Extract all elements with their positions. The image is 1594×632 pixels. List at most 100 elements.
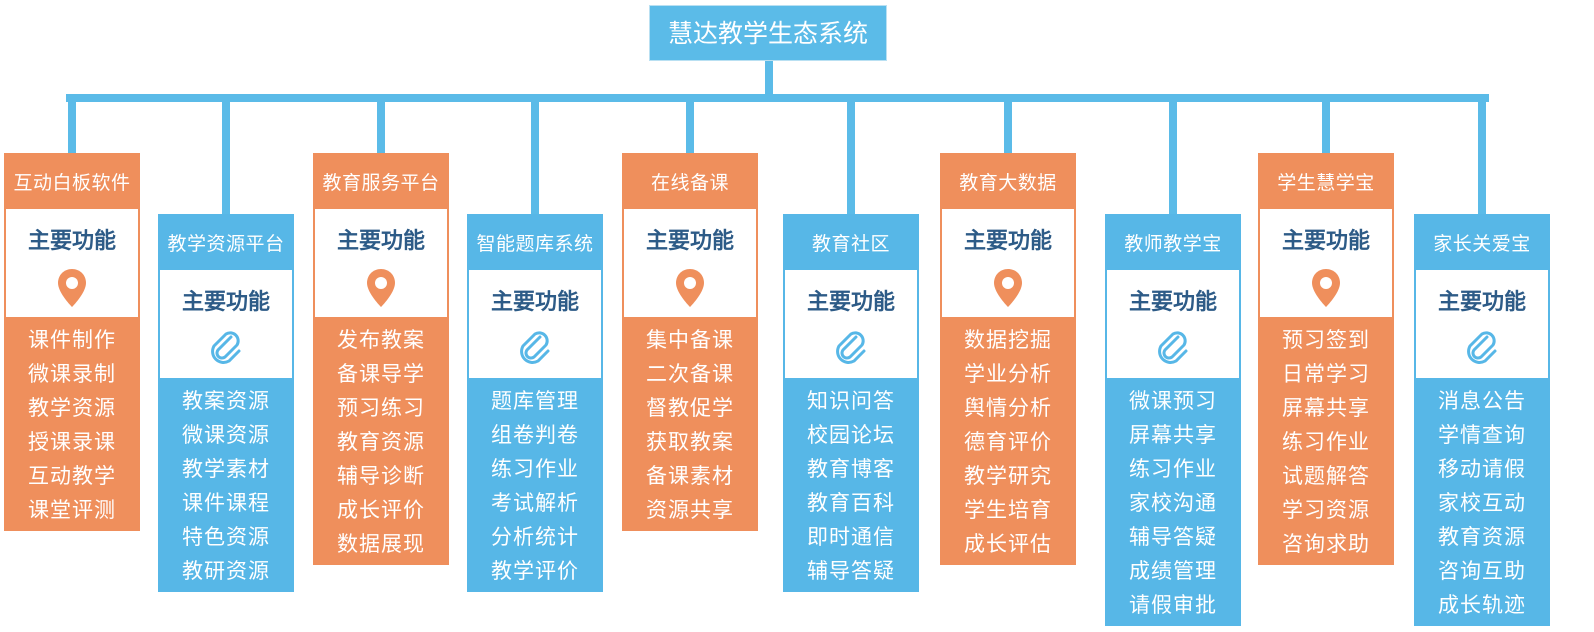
branch-connector-line	[686, 100, 694, 153]
branch-connector-line	[1004, 100, 1012, 153]
function-list: 题库管理组卷判卷练习作业考试解析分析统计教学评价	[467, 378, 603, 592]
module-title: 教师教学宝	[1105, 214, 1241, 270]
function-item: 练习作业	[491, 457, 579, 481]
function-list: 预习签到日常学习屏幕共享练习作业试题解答学习资源咨询求助	[1258, 317, 1394, 565]
function-item: 分析统计	[491, 525, 579, 549]
function-list: 知识问答校园论坛教育博客教育百科即时通信辅导答疑	[783, 378, 919, 592]
function-list: 教案资源微课资源教学素材课件课程特色资源教研资源	[158, 378, 294, 592]
function-item: 组卷判卷	[491, 423, 579, 447]
function-panel: 主要功能	[783, 270, 919, 378]
function-item: 题库管理	[491, 389, 579, 413]
section-label: 主要功能	[806, 290, 895, 315]
function-item: 教研资源	[182, 559, 270, 583]
horizontal-connector-line	[66, 94, 1489, 102]
module-column: 在线备课主要功能集中备课二次备课督教促学获取教案备课素材资源共享	[622, 153, 758, 531]
function-item: 二次备课	[646, 362, 734, 386]
function-item: 校园论坛	[807, 423, 895, 447]
function-item: 成长评价	[337, 498, 425, 522]
function-item: 家校互动	[1438, 491, 1526, 515]
function-panel: 主要功能	[313, 209, 449, 317]
paperclip-icon	[1107, 328, 1239, 372]
section-label: 主要功能	[1281, 229, 1370, 254]
function-item: 课件课程	[182, 491, 270, 515]
branch-connector-line	[377, 100, 385, 153]
function-item: 屏幕共享	[1282, 396, 1370, 420]
branch-connector-line	[1169, 100, 1177, 214]
function-item: 微课录制	[28, 362, 116, 386]
module-title: 教育大数据	[940, 153, 1076, 209]
function-item: 课堂评测	[28, 498, 116, 522]
function-item: 辅导答疑	[807, 559, 895, 583]
module-column: 教师教学宝主要功能微课预习屏幕共享练习作业家校沟通辅导答疑成绩管理请假审批	[1105, 214, 1241, 626]
function-list: 发布教案备课导学预习练习教育资源辅导诊断成长评价数据展现	[313, 317, 449, 565]
function-item: 学情查询	[1438, 423, 1526, 447]
function-item: 学生培育	[964, 498, 1052, 522]
module-title: 学生慧学宝	[1258, 153, 1394, 209]
function-panel: 主要功能	[622, 209, 758, 317]
function-item: 成绩管理	[1129, 559, 1217, 583]
function-item: 教育资源	[337, 430, 425, 454]
function-item: 授课录课	[28, 430, 116, 454]
function-list: 微课预习屏幕共享练习作业家校沟通辅导答疑成绩管理请假审批	[1105, 378, 1241, 626]
function-item: 教学资源	[28, 396, 116, 420]
function-item: 成长轨迹	[1438, 593, 1526, 617]
paperclip-icon	[1416, 328, 1548, 372]
module-title: 教育服务平台	[313, 153, 449, 209]
branch-connector-line	[68, 100, 76, 153]
function-item: 发布教案	[337, 328, 425, 352]
function-item: 督教促学	[646, 396, 734, 420]
function-item: 获取教案	[646, 430, 734, 454]
function-item: 教学素材	[182, 457, 270, 481]
paperclip-icon	[160, 328, 292, 372]
function-item: 教案资源	[182, 389, 270, 413]
module-column: 教育社区主要功能知识问答校园论坛教育博客教育百科即时通信辅导答疑	[783, 214, 919, 592]
function-item: 微课预习	[1129, 389, 1217, 413]
location-pin-icon	[1260, 267, 1392, 311]
branch-connector-line	[847, 100, 855, 214]
function-item: 学业分析	[964, 362, 1052, 386]
module-title: 家长关爱宝	[1414, 214, 1550, 270]
function-list: 消息公告学情查询移动请假家校互动教育资源咨询互助成长轨迹	[1414, 378, 1550, 626]
function-item: 教育百科	[807, 491, 895, 515]
function-item: 数据挖掘	[964, 328, 1052, 352]
function-item: 练习作业	[1129, 457, 1217, 481]
function-item: 成长评估	[964, 532, 1052, 556]
function-item: 教学研究	[964, 464, 1052, 488]
function-item: 教学评价	[491, 559, 579, 583]
function-item: 教育博客	[807, 457, 895, 481]
paperclip-icon	[785, 328, 917, 372]
function-item: 即时通信	[807, 525, 895, 549]
section-label: 主要功能	[181, 290, 270, 315]
module-title: 智能题库系统	[467, 214, 603, 270]
function-item: 特色资源	[182, 525, 270, 549]
function-item: 咨询互助	[1438, 559, 1526, 583]
function-item: 学习资源	[1282, 498, 1370, 522]
section-label: 主要功能	[1128, 290, 1217, 315]
module-column: 教育大数据主要功能数据挖掘学业分析舆情分析德育评价教学研究学生培育成长评估	[940, 153, 1076, 565]
function-item: 练习作业	[1282, 430, 1370, 454]
branch-connector-line	[1478, 100, 1486, 214]
section-label: 主要功能	[336, 229, 425, 254]
location-pin-icon	[624, 267, 756, 311]
module-column: 家长关爱宝主要功能消息公告学情查询移动请假家校互动教育资源咨询互助成长轨迹	[1414, 214, 1550, 626]
location-pin-icon	[6, 267, 138, 311]
function-item: 移动请假	[1438, 457, 1526, 481]
module-column: 教学资源平台主要功能教案资源微课资源教学素材课件课程特色资源教研资源	[158, 214, 294, 592]
function-item: 知识问答	[807, 389, 895, 413]
module-title: 教育社区	[783, 214, 919, 270]
function-item: 课件制作	[28, 328, 116, 352]
function-item: 屏幕共享	[1129, 423, 1217, 447]
function-item: 消息公告	[1438, 389, 1526, 413]
root-node: 慧达教学生态系统	[649, 5, 887, 61]
branch-connector-line	[1322, 100, 1330, 153]
function-item: 资源共享	[646, 498, 734, 522]
section-label: 主要功能	[490, 290, 579, 315]
module-column: 互动白板软件主要功能课件制作微课录制教学资源授课录课互动教学课堂评测	[4, 153, 140, 531]
function-item: 教育资源	[1438, 525, 1526, 549]
module-title: 在线备课	[622, 153, 758, 209]
function-list: 课件制作微课录制教学资源授课录课互动教学课堂评测	[4, 317, 140, 531]
section-label: 主要功能	[645, 229, 734, 254]
function-item: 集中备课	[646, 328, 734, 352]
function-list: 数据挖掘学业分析舆情分析德育评价教学研究学生培育成长评估	[940, 317, 1076, 565]
function-panel: 主要功能	[4, 209, 140, 317]
